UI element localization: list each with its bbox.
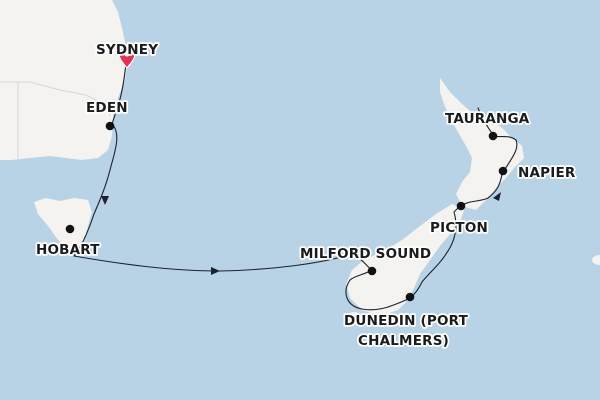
port-marker-eden[interactable] (105, 121, 115, 131)
port-marker-picton[interactable] (456, 201, 466, 211)
port-marker-milford[interactable] (367, 266, 377, 276)
land-chatham-islands (592, 255, 600, 265)
port-label-napier: NAPIER (518, 165, 576, 181)
port-label-dunedin-line1: DUNEDIN (PORT (344, 313, 469, 329)
port-label-hobart: HOBART (36, 242, 100, 258)
port-label-sydney: SYDNEY (96, 42, 158, 58)
cruise-route (73, 63, 518, 311)
port-label-tauranga: TAURANGA (445, 111, 530, 127)
port-marker-tauranga[interactable] (488, 131, 498, 141)
port-label-picton: PICTON (430, 220, 488, 236)
port-marker-hobart[interactable] (65, 224, 75, 234)
land-stewart-island (348, 312, 360, 320)
state-borders (0, 81, 111, 160)
port-marker-napier[interactable] (498, 166, 508, 176)
land-nz-south (346, 204, 464, 316)
port-marker-dunedin[interactable] (405, 292, 415, 302)
port-label-milford: MILFORD SOUND (300, 246, 431, 262)
map-pin-icon[interactable] (118, 45, 136, 70)
port-label-eden: EDEN (86, 100, 128, 116)
port-markers (65, 121, 508, 302)
route-direction-arrows (101, 192, 501, 275)
land-australia (0, 0, 128, 160)
land-nz-north (440, 78, 524, 210)
port-label-dunedin-line2: CHALMERS) (358, 333, 449, 349)
port-labels: SYDNEY EDEN HOBART MILFORD SOUND DUNEDIN… (34, 40, 577, 351)
land-tasmania (34, 198, 92, 252)
